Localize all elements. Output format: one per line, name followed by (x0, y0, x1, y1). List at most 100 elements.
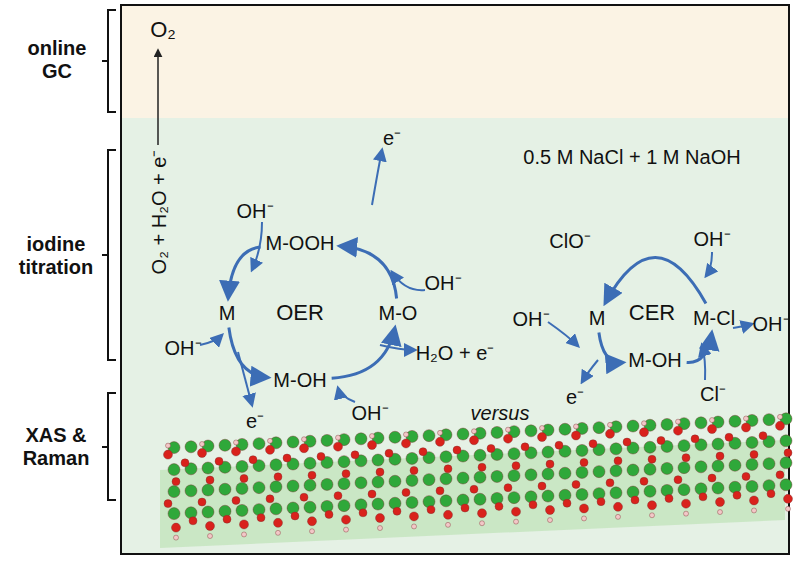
atom (232, 447, 241, 456)
atom (185, 441, 197, 453)
species-text: M-OH (628, 349, 681, 371)
atom (276, 530, 281, 535)
atom (780, 457, 792, 469)
atom (355, 433, 367, 445)
method-label: iodine titration (19, 233, 93, 279)
species-node: M-O (376, 301, 421, 326)
atom (236, 460, 248, 472)
atom (559, 423, 571, 435)
atom (508, 448, 520, 460)
atom (287, 436, 299, 448)
atom (780, 479, 792, 491)
atom (750, 450, 758, 458)
atom (168, 508, 180, 520)
atom (718, 510, 723, 515)
atom (661, 484, 673, 496)
atom (389, 475, 401, 487)
atom (640, 428, 649, 437)
atom (574, 424, 579, 429)
species-text: M-OH (273, 369, 326, 391)
atom (402, 439, 411, 448)
atom (695, 483, 707, 495)
atom (538, 482, 546, 490)
atom (370, 434, 375, 439)
atom (257, 514, 265, 522)
atom (242, 532, 247, 537)
atom (440, 473, 452, 485)
atom (253, 482, 265, 494)
atom (355, 499, 367, 511)
atom (597, 498, 605, 506)
atom (189, 517, 197, 525)
atom (202, 462, 214, 474)
atom (336, 435, 341, 440)
atom (270, 481, 282, 493)
atom (164, 500, 172, 508)
species-node: M (216, 301, 239, 326)
annotation-text: OH⁻ (165, 334, 202, 361)
atom (763, 458, 775, 470)
atom (457, 428, 469, 440)
atom (457, 494, 469, 506)
atom (268, 438, 273, 443)
atom (674, 476, 682, 484)
atom (287, 502, 299, 514)
atom (423, 430, 435, 442)
cycle-arrow (340, 246, 396, 298)
atom (304, 457, 316, 469)
atom (219, 505, 231, 517)
atom (614, 457, 622, 465)
atom (559, 467, 571, 479)
atom (472, 429, 477, 434)
species-text: M-O (379, 302, 418, 324)
atom (742, 423, 751, 432)
annotation-text: Cl⁻ (700, 380, 726, 407)
atom (368, 441, 377, 450)
atom (776, 421, 785, 430)
atom (576, 488, 588, 500)
atom (253, 438, 265, 450)
atom (198, 449, 207, 458)
atom (678, 484, 690, 496)
atom (283, 454, 291, 462)
annotation-text: O₂ + H₂O + e⁻ (145, 150, 172, 275)
atom (389, 497, 401, 509)
atom (302, 437, 307, 442)
atom (593, 422, 605, 434)
atom (525, 491, 537, 503)
atom (287, 480, 299, 492)
atom (342, 470, 350, 478)
annotation-text: e⁻ (383, 124, 401, 151)
atom (457, 472, 469, 484)
atom (410, 512, 419, 521)
atom (610, 443, 622, 455)
atom (172, 523, 181, 532)
electrolyte-band (121, 118, 789, 554)
gas-arrow (157, 50, 159, 145)
species-node: M (586, 306, 609, 331)
atom (542, 446, 554, 458)
atom (542, 468, 554, 480)
annotation-text: OER (276, 300, 324, 326)
atom (321, 434, 333, 446)
atom (665, 494, 673, 502)
atom (729, 415, 741, 427)
gas-band (121, 5, 789, 118)
atom (695, 417, 707, 429)
atom (725, 433, 733, 441)
atom (198, 498, 206, 506)
atom (291, 512, 299, 520)
atom (249, 456, 257, 464)
atom (253, 504, 265, 516)
atom (470, 436, 479, 445)
atom (644, 485, 656, 497)
atom (491, 426, 503, 438)
atom (752, 508, 757, 513)
atom (593, 488, 605, 500)
atom (376, 514, 385, 523)
atom (691, 435, 699, 443)
annotation-text: OH⁻ (513, 305, 550, 332)
atom (682, 499, 691, 508)
atom (695, 461, 707, 473)
atom (563, 499, 571, 507)
